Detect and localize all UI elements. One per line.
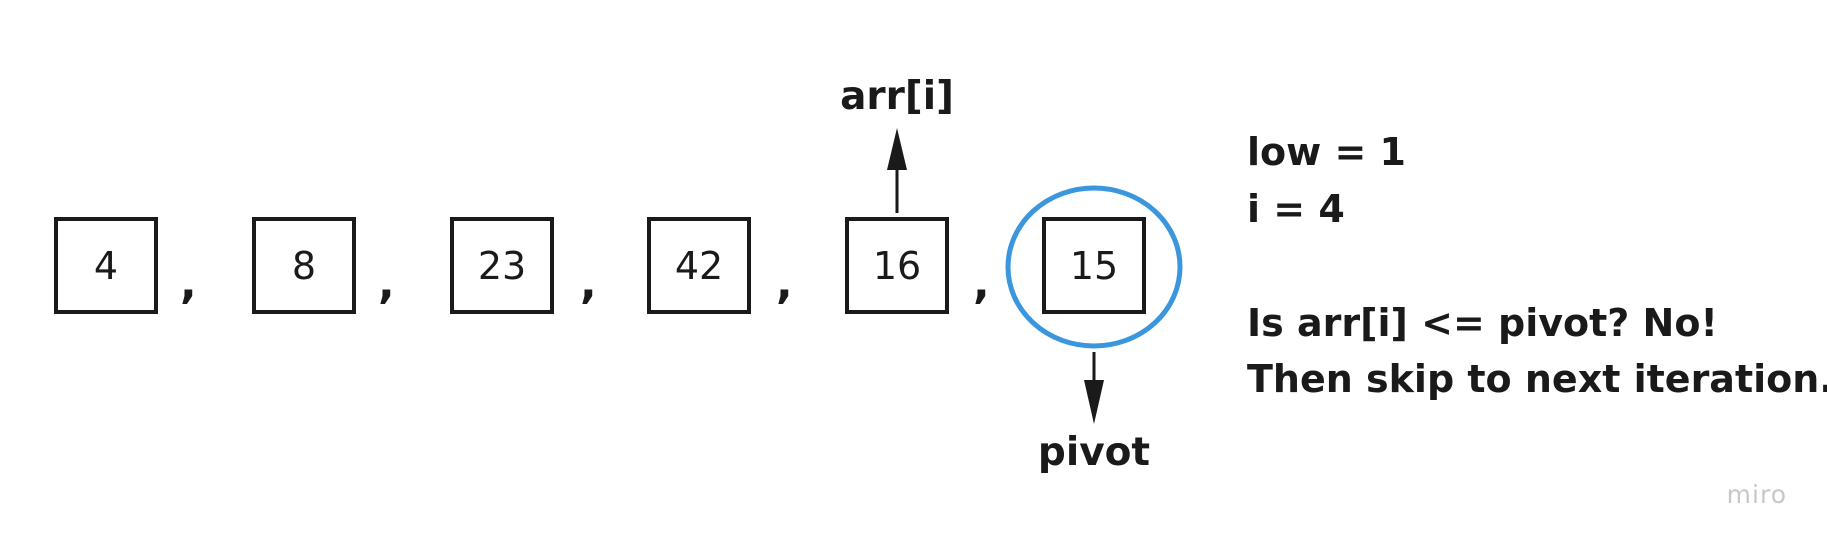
array-cell: 23 xyxy=(450,217,554,314)
array-cell-pivot: 15 xyxy=(1042,217,1146,314)
i-value-text: i = 4 xyxy=(1247,187,1345,231)
arr-i-arrowhead xyxy=(887,128,907,170)
array-cell-value: 4 xyxy=(93,243,119,288)
array-separator: , xyxy=(776,258,793,309)
low-value-text: low = 1 xyxy=(1247,130,1406,174)
array-cell: 8 xyxy=(252,217,356,314)
arr-i-label: arr[i] xyxy=(840,74,954,119)
array-separator: , xyxy=(378,258,395,309)
array-cell-value: 23 xyxy=(477,243,527,288)
array-separator: , xyxy=(180,258,197,309)
action-text: Then skip to next iteration. xyxy=(1247,357,1827,401)
pivot-arrowhead xyxy=(1084,380,1104,424)
array-cell: 42 xyxy=(647,217,751,314)
array-separator: , xyxy=(580,258,597,309)
array-cell-arr-i: 16 xyxy=(845,217,949,314)
array-cell-value: 8 xyxy=(291,243,317,288)
miro-watermark: miro xyxy=(1726,480,1787,509)
pivot-highlight-circle xyxy=(1005,185,1183,349)
array-cell-value: 42 xyxy=(674,243,724,288)
comparison-question-text: Is arr[i] <= pivot? No! xyxy=(1247,301,1718,345)
array-separator: , xyxy=(973,258,990,309)
array-cell-value: 16 xyxy=(872,243,922,288)
array-cell: 4 xyxy=(54,217,158,314)
array-cell-value: 15 xyxy=(1069,243,1119,288)
pivot-label: pivot xyxy=(1037,430,1151,475)
